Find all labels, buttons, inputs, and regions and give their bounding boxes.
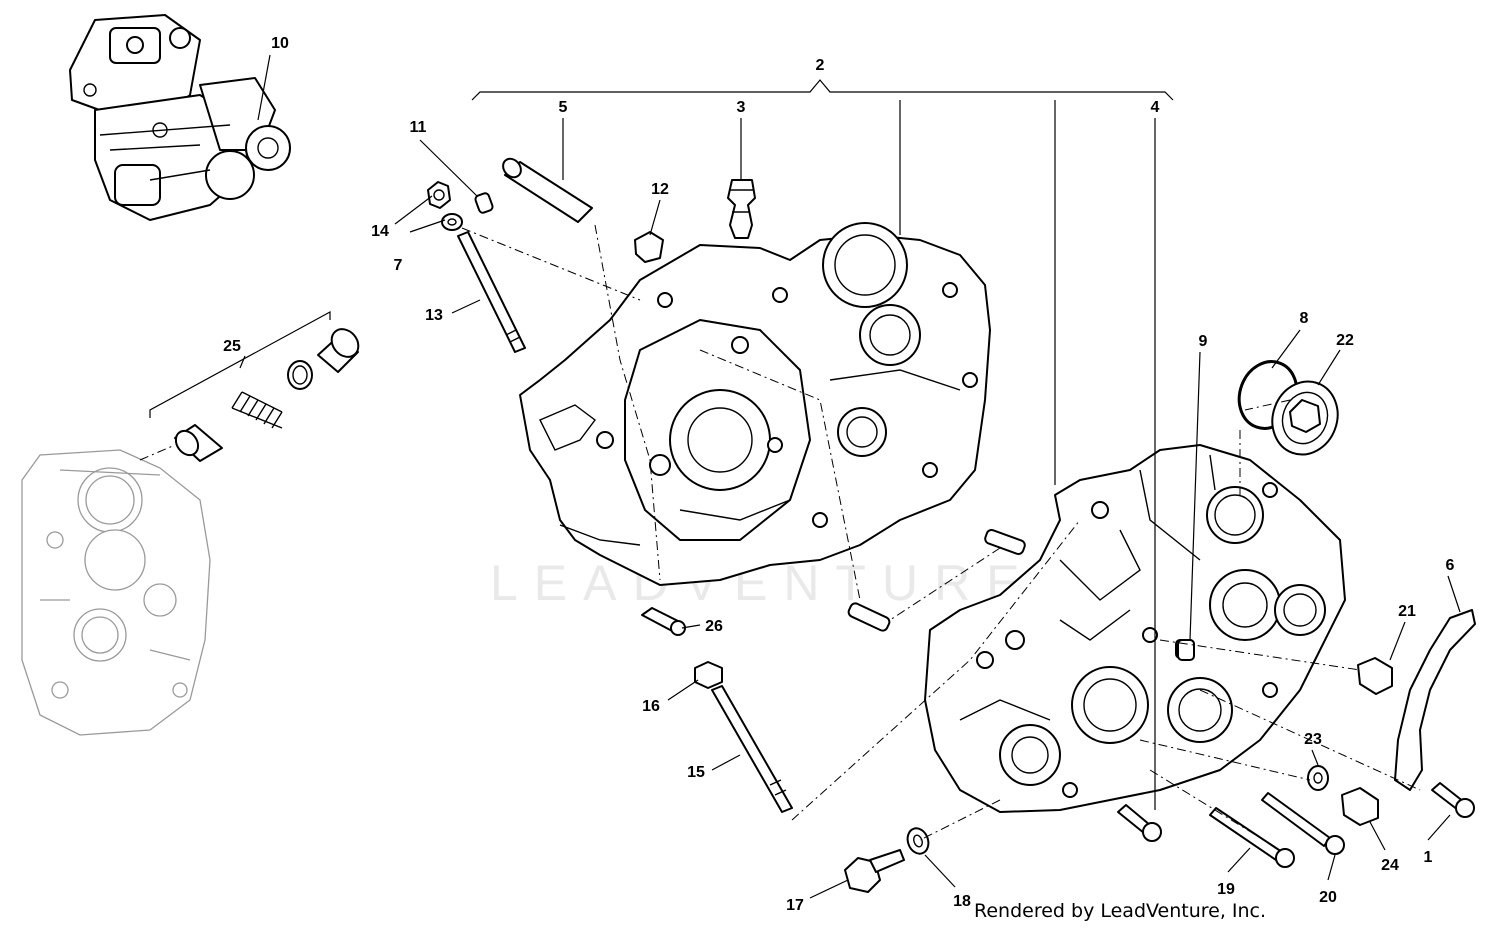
plate-6 (1394, 609, 1476, 791)
callout-26: 26 (705, 618, 723, 635)
callout-24: 24 (1381, 857, 1399, 874)
callout-18: 18 (953, 893, 971, 910)
callout-5: 5 (559, 99, 568, 116)
callout-20: 20 (1319, 889, 1337, 906)
washer-18 (906, 827, 930, 855)
callout-19: 19 (1217, 881, 1235, 898)
callout-21: 21 (1398, 603, 1416, 620)
callout-2: 2 (816, 57, 825, 74)
stud-13 (457, 231, 526, 353)
credit-text: Rendered by LeadVenture, Inc. (974, 900, 1266, 922)
drain-plug-24 (1341, 787, 1379, 826)
leader-lines (257, 54, 1461, 899)
long-bolt-20 (1261, 792, 1331, 847)
small-parts (427, 157, 1476, 893)
callout-23: 23 (1304, 731, 1322, 748)
right-crankcase (924, 444, 1346, 813)
callout-22: 22 (1336, 332, 1354, 349)
callout-7: 7 (394, 257, 403, 274)
fitting-3 (727, 179, 756, 239)
callout-12: 12 (651, 181, 669, 198)
left-crankcase (519, 222, 991, 586)
dowel-11 (474, 192, 494, 214)
nut-14 (427, 181, 451, 209)
callout-13: 13 (425, 307, 443, 324)
plug-12 (634, 231, 664, 263)
callout-labels: 2 5 3 4 11 12 14 7 13 10 25 8 22 9 6 21 … (223, 35, 1454, 914)
reference-crankcase-outline (21, 449, 211, 736)
callout-4: 4 (1151, 99, 1160, 116)
callout-6: 6 (1446, 557, 1455, 574)
assembly-bracket-2 (471, 79, 1174, 101)
callout-10: 10 (271, 35, 289, 52)
flange-bolt-17 (844, 857, 881, 893)
callout-8: 8 (1300, 310, 1309, 327)
washer-7 (441, 213, 463, 231)
callout-9: 9 (1199, 333, 1208, 350)
valve-spring (231, 391, 283, 429)
callout-25: 25 (223, 338, 241, 355)
callout-15: 15 (687, 764, 705, 781)
nut-16 (694, 661, 723, 689)
stud-15 (711, 685, 793, 813)
relief-valve-assembly (139, 310, 360, 462)
engine-thumbnail (69, 14, 291, 221)
callout-16: 16 (642, 698, 660, 715)
callout-11: 11 (410, 119, 427, 136)
callout-3: 3 (737, 99, 746, 116)
washer-23 (1307, 765, 1329, 791)
plug-21 (1357, 657, 1393, 695)
callout-1: 1 (1424, 849, 1433, 866)
assembly-lines (461, 224, 1421, 851)
callout-14: 14 (371, 223, 389, 240)
callout-17: 17 (786, 897, 804, 914)
